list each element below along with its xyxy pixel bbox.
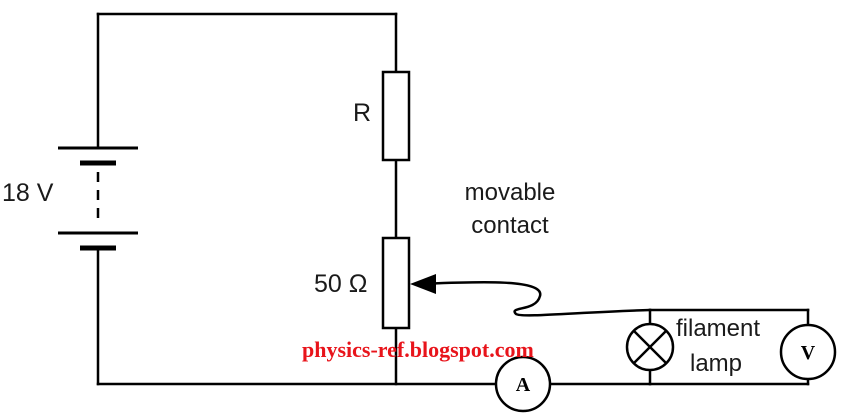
filament-lamp-label-line1: filament [676, 315, 760, 342]
movable-contact-label-line2: contact [471, 212, 549, 239]
watermark-text: physics-ref.blogspot.com [302, 337, 534, 362]
movable-contact-arrow [410, 274, 436, 294]
battery-voltage-label: 18 V [2, 179, 54, 207]
filament-lamp-label-line2: lamp [690, 350, 742, 377]
potentiometer-50-ohm [381, 236, 411, 330]
resistor-label: R [353, 99, 371, 127]
ammeter: A [494, 355, 552, 413]
battery-symbol [58, 146, 138, 251]
ammeter-label: A [516, 374, 531, 396]
filament-lamp-symbol [625, 322, 675, 372]
potentiometer-label: 50 Ω [314, 270, 367, 298]
movable-contact-label-line1: movable [465, 179, 556, 206]
resistor-r [381, 70, 411, 162]
voltmeter: V [779, 323, 837, 381]
voltmeter-label: V [801, 342, 816, 364]
